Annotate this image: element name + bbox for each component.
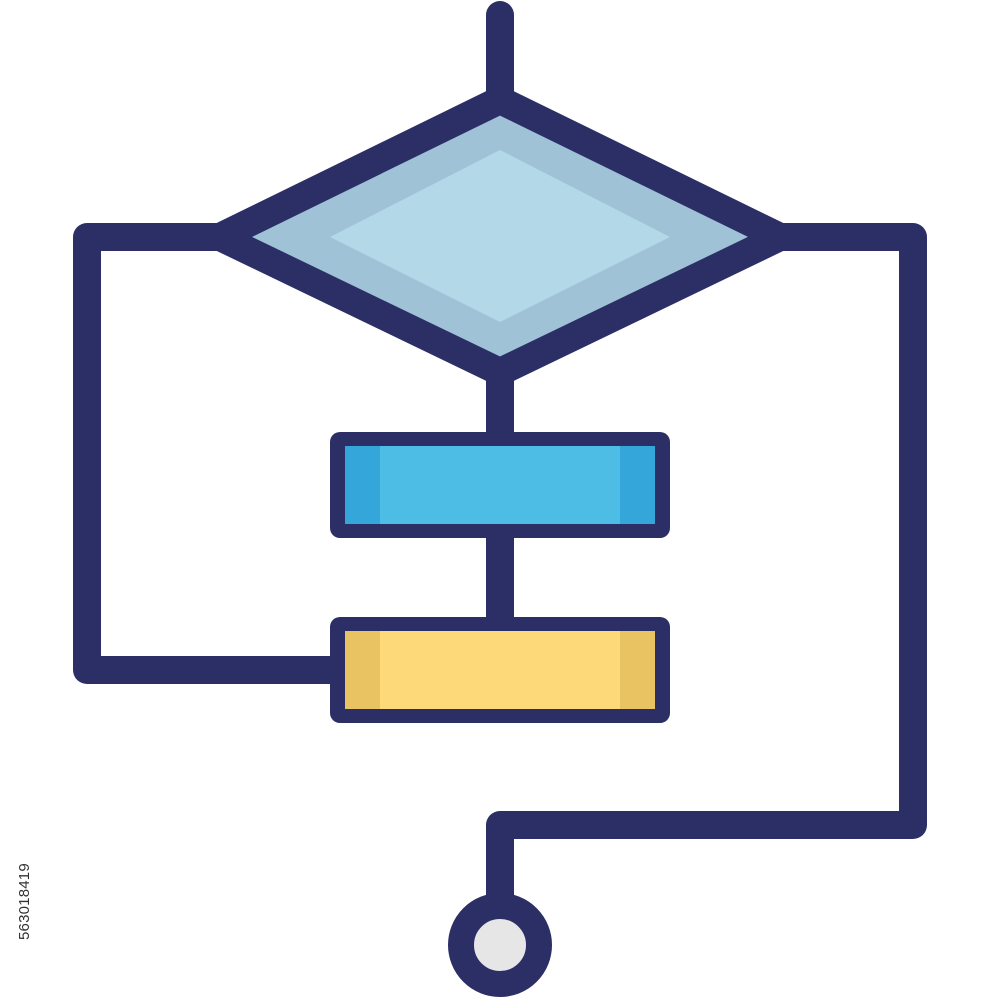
output-box (330, 617, 670, 723)
decision-diamond (206, 86, 794, 386)
output-box-fill (380, 631, 620, 709)
decision-diamond-inner (330, 150, 670, 322)
process-box-shade-left (345, 446, 380, 524)
output-box-shade-right (620, 631, 655, 709)
process-box-shade-right (620, 446, 655, 524)
process-box-fill (380, 446, 620, 524)
output-box-shade-left (345, 631, 380, 709)
terminal-circle (448, 893, 552, 997)
right-loop-line (486, 223, 927, 920)
stock-image-id: 563018419 (16, 863, 33, 940)
left-loop-line (73, 223, 344, 684)
process-box (330, 432, 670, 538)
